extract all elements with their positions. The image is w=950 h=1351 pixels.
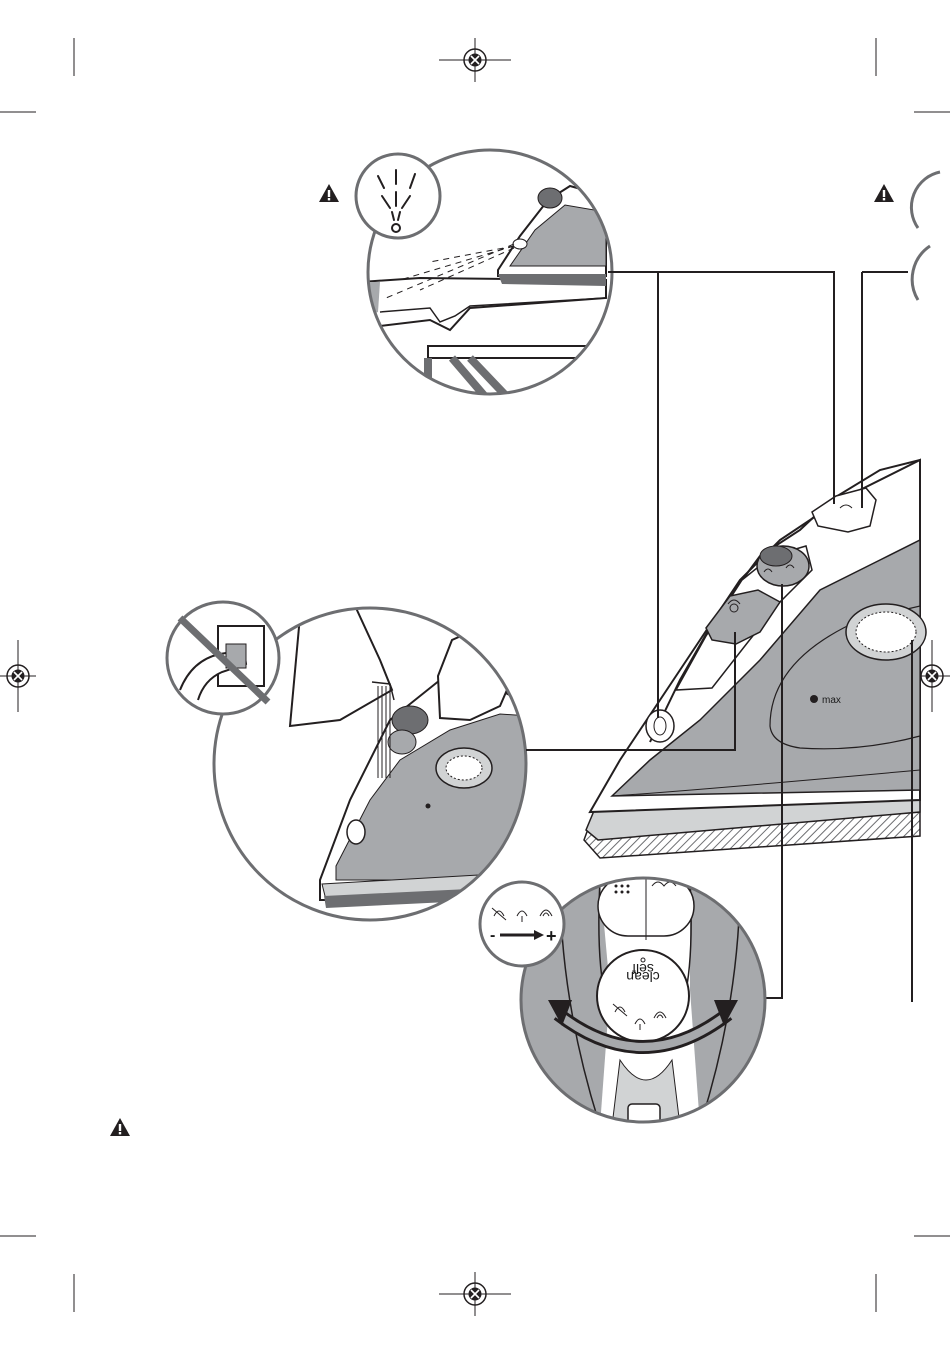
spray-detail — [356, 150, 620, 400]
warning-icon — [110, 1118, 130, 1136]
filling-detail — [166, 600, 540, 930]
registration-mark-icon — [439, 38, 511, 82]
no-plug-icon — [166, 600, 282, 716]
max-fill-label: max — [822, 695, 841, 706]
scale-plus: + — [546, 926, 557, 946]
steam-selector-detail: self clean - + — [480, 876, 770, 1126]
registration-mark-icon — [439, 1272, 511, 1316]
registration-mark-icon — [0, 640, 36, 712]
steam-scale-icon: - + — [480, 882, 564, 966]
spray-icon — [356, 154, 440, 238]
cropped-detail-circles — [911, 172, 940, 300]
dial-label-clean: clean — [626, 969, 659, 985]
scale-minus: - — [490, 927, 495, 944]
main-iron: max — [584, 460, 926, 858]
warning-icon — [319, 184, 339, 202]
warning-icon — [874, 184, 894, 202]
